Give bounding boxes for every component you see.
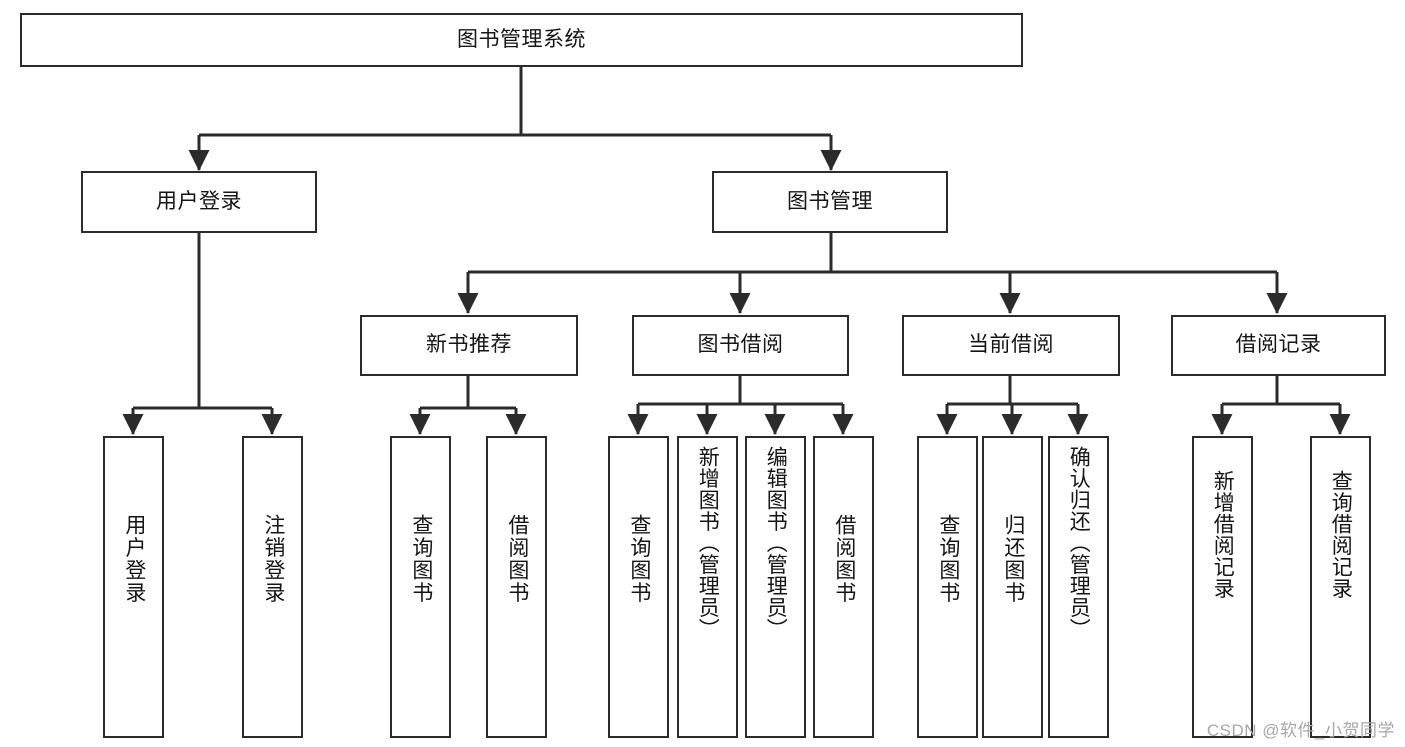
node-user-login[interactable]: 用户登录: [81, 171, 317, 233]
node-label: 图书管理系统: [457, 27, 586, 51]
node-label: 编辑图书（管理员）: [764, 446, 788, 640]
node-book-management[interactable]: 图书管理: [712, 171, 948, 233]
node-label: 查询图书: [936, 514, 960, 604]
node-leaf-add-book-admin[interactable]: 新增图书（管理员）: [677, 436, 738, 738]
node-label: 注销登录: [261, 514, 285, 604]
node-label: 新增图书（管理员）: [696, 446, 720, 640]
node-label: 用户登录: [156, 189, 242, 213]
node-label: 新书推荐: [426, 333, 512, 357]
node-leaf-return-books[interactable]: 归还图书: [982, 436, 1043, 738]
node-label: 图书借阅: [697, 333, 784, 357]
node-borrowing-records[interactable]: 借阅记录: [1171, 315, 1386, 376]
node-root-book-management-system[interactable]: 图书管理系统: [20, 13, 1023, 67]
node-label: 新增借阅记录: [1211, 470, 1235, 599]
node-book-borrowing[interactable]: 图书借阅: [632, 315, 849, 376]
node-leaf-query-books-newbook[interactable]: 查询图书: [390, 436, 451, 738]
node-leaf-borrow-books[interactable]: 借阅图书: [813, 436, 874, 738]
node-current-borrowing[interactable]: 当前借阅: [902, 315, 1120, 376]
node-label: 借阅图书: [505, 514, 529, 604]
node-leaf-query-borrow-record[interactable]: 查询借阅记录: [1310, 436, 1371, 738]
node-leaf-query-books-borrow[interactable]: 查询图书: [608, 436, 669, 738]
node-label: 借阅图书: [832, 514, 856, 604]
node-leaf-confirm-return-admin[interactable]: 确认归还（管理员）: [1048, 436, 1109, 738]
node-leaf-edit-book-admin[interactable]: 编辑图书（管理员）: [745, 436, 806, 738]
node-leaf-logout[interactable]: 注销登录: [242, 436, 303, 738]
node-label: 查询图书: [409, 514, 433, 604]
node-label: 借阅记录: [1235, 333, 1322, 357]
node-label: 图书管理: [787, 189, 873, 213]
node-new-book-recommendation[interactable]: 新书推荐: [360, 315, 578, 376]
node-leaf-add-borrow-record[interactable]: 新增借阅记录: [1192, 436, 1253, 738]
node-label: 当前借阅: [968, 333, 1054, 357]
node-leaf-query-books-current[interactable]: 查询图书: [917, 436, 978, 738]
node-leaf-borrow-books-newbook[interactable]: 借阅图书: [486, 436, 547, 738]
node-label: 归还图书: [1001, 514, 1025, 604]
node-label: 确认归还（管理员）: [1067, 446, 1091, 640]
node-leaf-user-login[interactable]: 用户登录: [103, 436, 164, 738]
node-label: 查询图书: [627, 514, 651, 604]
node-label: 查询借阅记录: [1329, 470, 1353, 599]
node-label: 用户登录: [122, 514, 146, 604]
